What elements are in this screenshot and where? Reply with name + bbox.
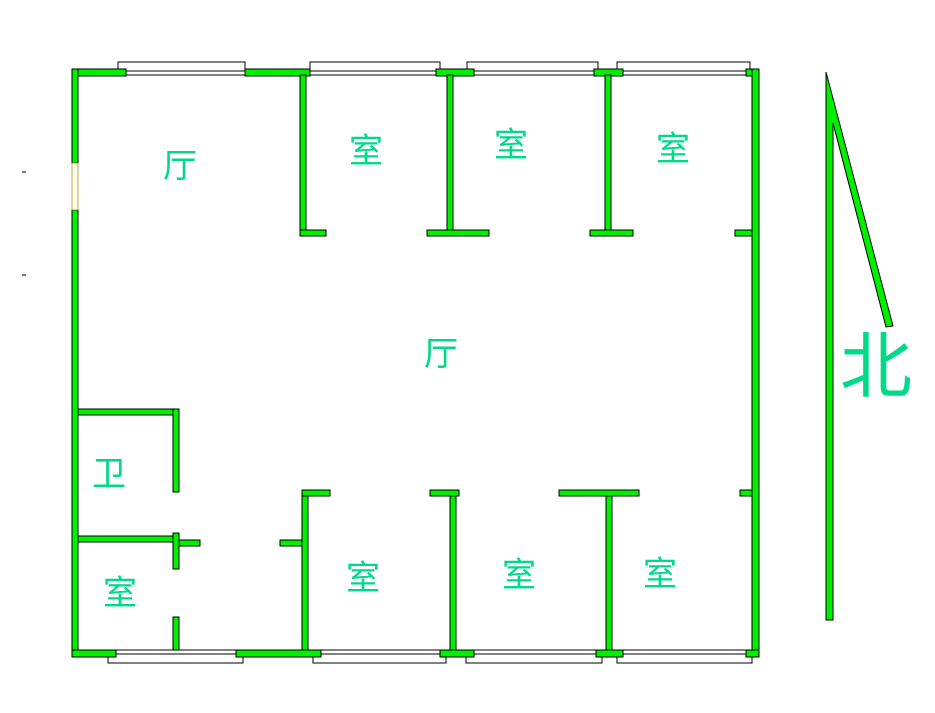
room-label-bedroom-bottom-3: 室 xyxy=(643,555,677,595)
windows-bottom xyxy=(107,649,753,664)
north-arrow: 北 xyxy=(825,71,912,621)
room-label-bedroom-top-1: 室 xyxy=(349,132,383,172)
room-label-bedroom-bottom-2: 室 xyxy=(502,556,536,596)
room-label-living-top: 厅 xyxy=(163,147,197,187)
room-label-bedroom-top-2: 室 xyxy=(494,126,528,166)
room-label-bedroom-top-3: 室 xyxy=(656,130,690,170)
north-label: 北 xyxy=(840,325,912,409)
room-labels: 厅 室 室 室 厅 卫 室 室 室 室 xyxy=(92,126,690,614)
room-label-bedroom-bottom-1: 室 xyxy=(346,559,380,599)
walls xyxy=(71,68,760,658)
north-arrow-icon xyxy=(825,71,894,621)
room-label-living-center: 厅 xyxy=(424,335,458,375)
windows-top xyxy=(117,61,751,76)
room-label-bedroom-bottom-left: 室 xyxy=(103,574,137,614)
room-label-bathroom: 卫 xyxy=(92,455,126,495)
